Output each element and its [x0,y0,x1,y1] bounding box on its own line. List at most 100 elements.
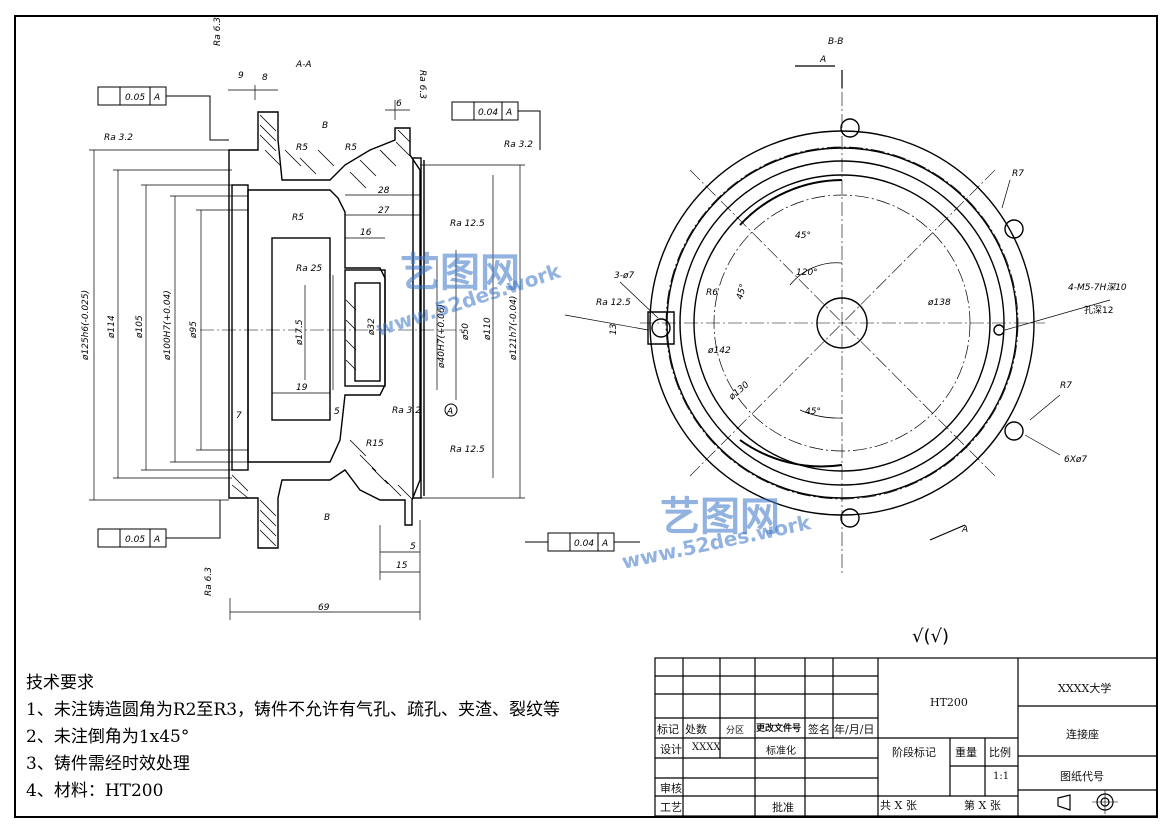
watermark-name: 艺图网 [400,250,520,296]
dim-d138: ø138 [927,298,951,308]
roughness-ra32-left: Ra 3.2 [104,133,133,143]
dim-angle-45-a: 45° [795,231,811,241]
tb-sign: 签名 [808,723,830,736]
dim-r5-a: R5 [296,143,308,153]
dim-5-a: 5 [334,407,340,417]
tb-material: HT200 [930,696,968,709]
tb-sheet-no: 第 X 张 [964,799,1001,812]
tb-date: 年/月/日 [834,723,875,736]
dim-d40: ø40H7(+0.06) [437,304,447,369]
roughness-ra63-top: Ra 6.3 [213,17,223,46]
dim-27: 27 [378,206,390,216]
dim-r5-b: R5 [345,143,357,153]
tol-right-top-datum: A [505,108,512,118]
dim-hole-depth: 孔深12 [1084,305,1113,316]
roughness-ra25: Ra 25 [296,264,322,274]
section-view-aa [200,111,465,549]
tb-designer: XXXX [692,742,721,753]
roughness-ra32-right: Ra 3.2 [504,140,533,150]
tb-weight: 重量 [955,746,977,759]
tb-mark: 标记 [657,723,679,736]
dim-15: 15 [396,561,408,571]
watermark-name-2: 艺图网 [660,494,780,540]
cut-label-a: A [819,55,826,65]
tb-zone: 分区 [726,726,745,736]
tb-total-sheets: 共 X 张 [880,799,917,812]
dim-8: 8 [262,73,268,83]
dim-d114: ø114 [107,315,117,339]
tb-change-doc: 更改文件号 [756,724,802,734]
dim-d50: ø50 [461,323,471,341]
tb-scale-label: 比例 [989,746,1011,759]
dim-r15: R15 [366,439,384,449]
roughness-ra63-mid: Ra 6.3 [417,70,427,99]
dim-angle-120: 120° [796,268,818,278]
title-block-grid [654,657,1158,817]
dim-69: 69 [318,603,330,613]
tb-university: XXXX大学 [1058,682,1112,695]
tb-part-name: 连接座 [1066,728,1099,741]
tb-stage: 阶段标记 [892,746,936,759]
dim-d95: ø95 [189,321,199,339]
dim-d142: ø142 [707,346,731,356]
dim-d100: ø100H7(+0.04) [163,290,173,361]
roughness-ra63-bottom: Ra 6.3 [204,567,214,596]
dim-d110: ø110 [483,317,493,341]
technical-requirements: 技术要求 1、未注铸造圆角为R2至R3，铸件不允许有气孔、疏孔、夹渣、裂纹等 2… [26,670,560,805]
tech-item-2: 2、未注倒角为1x45° [26,727,190,747]
tb-process: 工艺 [660,801,682,814]
cut-label-a-bottom: A [961,525,968,535]
datum-circle-label: A [446,407,453,417]
dim-9: 9 [238,71,244,81]
dim-3-holes: 3-ø7 [614,271,634,281]
dim-5-b: 5 [410,542,416,552]
view-bb [564,65,1111,575]
tol-left-top: 0.05 [125,93,145,103]
dim-d32: ø32 [367,318,377,336]
dim-r5-c: R5 [292,213,304,223]
dim-d105: ø105 [135,315,145,339]
dimension-lines-left [89,85,525,620]
dim-6-holes: 6Xø7 [1064,455,1087,465]
dim-28: 28 [378,186,390,196]
dim-16: 16 [360,228,372,238]
tb-standard: 标准化 [766,746,796,757]
tol-right-bottom-datum: A [601,539,608,549]
tech-item-4: 4、材料：HT200 [26,781,164,801]
dim-r6: R6 [706,288,718,298]
roughness-ra125-top: Ra 12.5 [450,219,485,229]
section-label-bb: B-B [828,37,843,47]
dim-13: 13 [609,323,619,335]
tol-right-top: 0.04 [478,108,498,118]
drawing-frame [14,15,1158,818]
roughness-ra32-inner: Ra 3.2 [392,406,421,416]
dim-d125: ø125h6(-0.025) [81,290,91,361]
tb-drawing-no: 图纸代号 [1060,770,1104,783]
tb-scale: 1:1 [993,771,1010,782]
roughness-ra125-view: Ra 12.5 [596,298,631,308]
tech-item-3: 3、铸件需经时效处理 [26,754,190,774]
dim-d121: ø121h7(-0.04) [509,296,519,361]
dim-d175: ø17.5 [295,319,305,346]
dim-angle-45-c: 45° [805,407,821,417]
dim-r7-top: R7 [1012,169,1024,179]
tech-title: 技术要求 [26,673,94,693]
tb-approve: 批准 [772,801,794,814]
dim-6: 6 [396,99,402,109]
dim-19: 19 [296,383,308,393]
cut-label-b-top: B [322,121,328,131]
roughness-ra125-bottom: Ra 12.5 [450,445,485,455]
cut-label-b-bottom: B [324,513,330,523]
dim-r7-bottom: R7 [1060,381,1072,391]
dim-7: 7 [236,411,242,421]
tb-review: 审核 [660,782,682,795]
surface-roughness-note: √(√) [912,626,949,647]
tb-count: 处数 [685,723,707,736]
tol-right-bottom: 0.04 [574,539,594,549]
tech-item-1: 1、未注铸造圆角为R2至R3，铸件不允许有气孔、疏孔、夹渣、裂纹等 [26,700,561,720]
dim-angle-45-b: 45° [735,283,749,301]
tb-design: 设计 [660,743,682,756]
tolerance-frames [97,86,640,552]
tol-left-bottom: 0.05 [125,535,145,545]
